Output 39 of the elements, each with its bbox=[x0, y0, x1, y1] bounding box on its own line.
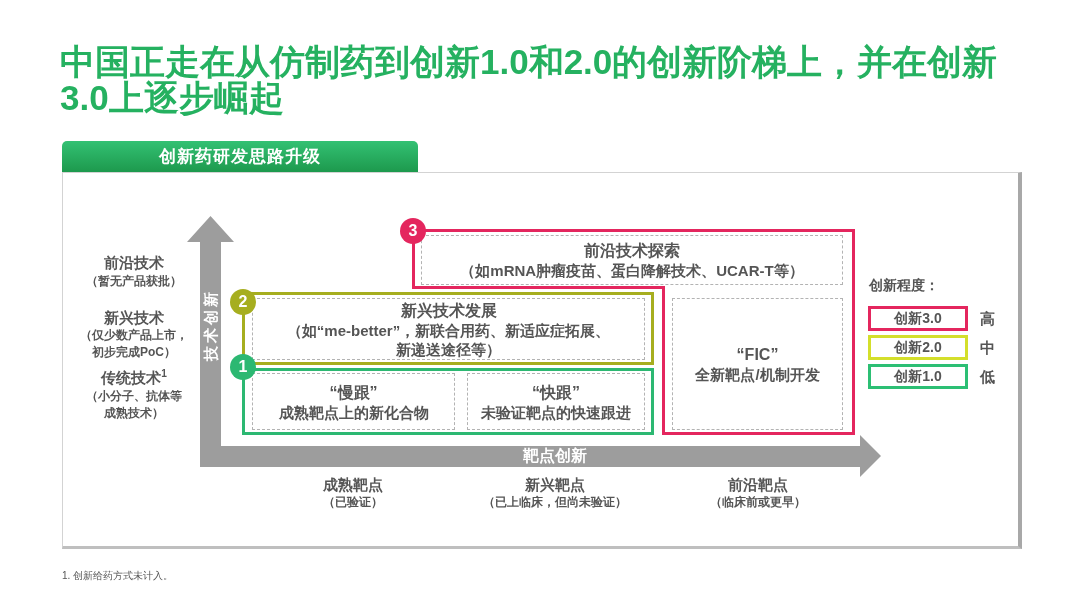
axis-category-label: 新兴技术 bbox=[103, 310, 165, 326]
legend-box: 创新1.0 bbox=[868, 364, 968, 389]
axis-label: 靶点创新 bbox=[522, 447, 588, 465]
axis-note: （已上临床，但尚未验证） bbox=[482, 494, 628, 510]
box-text: （如“me-better”，新联合用药、新适应症拓展、新递送途径等） bbox=[285, 320, 612, 359]
axis-note: （小分子、抗体等成熟技术） bbox=[85, 388, 183, 422]
box-heading: 前沿技术探索 bbox=[584, 241, 680, 261]
axis-category-label: 传统技术$^{1}$ bbox=[99, 370, 168, 386]
dashed-box bbox=[467, 373, 645, 430]
dashed-box bbox=[672, 298, 843, 430]
axis-note: （暂无产品获批） bbox=[85, 273, 183, 289]
dashed-box bbox=[252, 373, 455, 430]
axis-category-label: 前沿靶点 bbox=[727, 477, 789, 494]
axis-category-label: 成熟靶点 bbox=[322, 477, 384, 494]
axis-category-label: 新兴靶点 bbox=[524, 477, 586, 494]
axis-label: 技术创新 bbox=[200, 288, 220, 364]
box-text: 全新靶点/机制开发 bbox=[695, 365, 820, 384]
level-label: 中 bbox=[978, 339, 996, 357]
axis-category-label: 前沿技术 bbox=[103, 255, 165, 271]
level-label: 低 bbox=[978, 368, 996, 386]
box-text: （如mRNA肿瘤疫苗、蛋白降解技术、UCAR-T等） bbox=[460, 261, 804, 280]
dashed-box bbox=[421, 235, 843, 285]
axis-note: （仅少数产品上市，初步完成PoC） bbox=[79, 327, 189, 361]
title: 中国正走在从仿制药到创新1.0和2.0的创新阶梯上，并在创新3.0上逐步崛起 bbox=[60, 44, 999, 116]
footnote: 1. 创新给药方式未计入。 bbox=[62, 569, 175, 583]
legend-title: 创新程度： bbox=[869, 276, 940, 294]
box-heading: “快跟” bbox=[532, 382, 580, 403]
box-text: 未验证靶点的快速跟进 bbox=[481, 402, 631, 422]
axis-note: （临床前或更早） bbox=[709, 494, 807, 510]
box-heading: “慢跟” bbox=[329, 382, 378, 403]
box-text: 成熟靶点上的新化合物 bbox=[278, 402, 429, 422]
level-label: 高 bbox=[978, 310, 996, 328]
box-heading: 新兴技术发展 bbox=[400, 300, 497, 321]
panel-tab: 创新药研发思路升级 bbox=[62, 141, 418, 172]
dashed-box bbox=[252, 298, 645, 360]
box-heading: “FIC” bbox=[736, 345, 779, 365]
legend-box: 创新3.0 bbox=[868, 306, 968, 331]
axis-note: （已验证） bbox=[322, 494, 384, 510]
legend-box: 创新2.0 bbox=[868, 335, 968, 360]
